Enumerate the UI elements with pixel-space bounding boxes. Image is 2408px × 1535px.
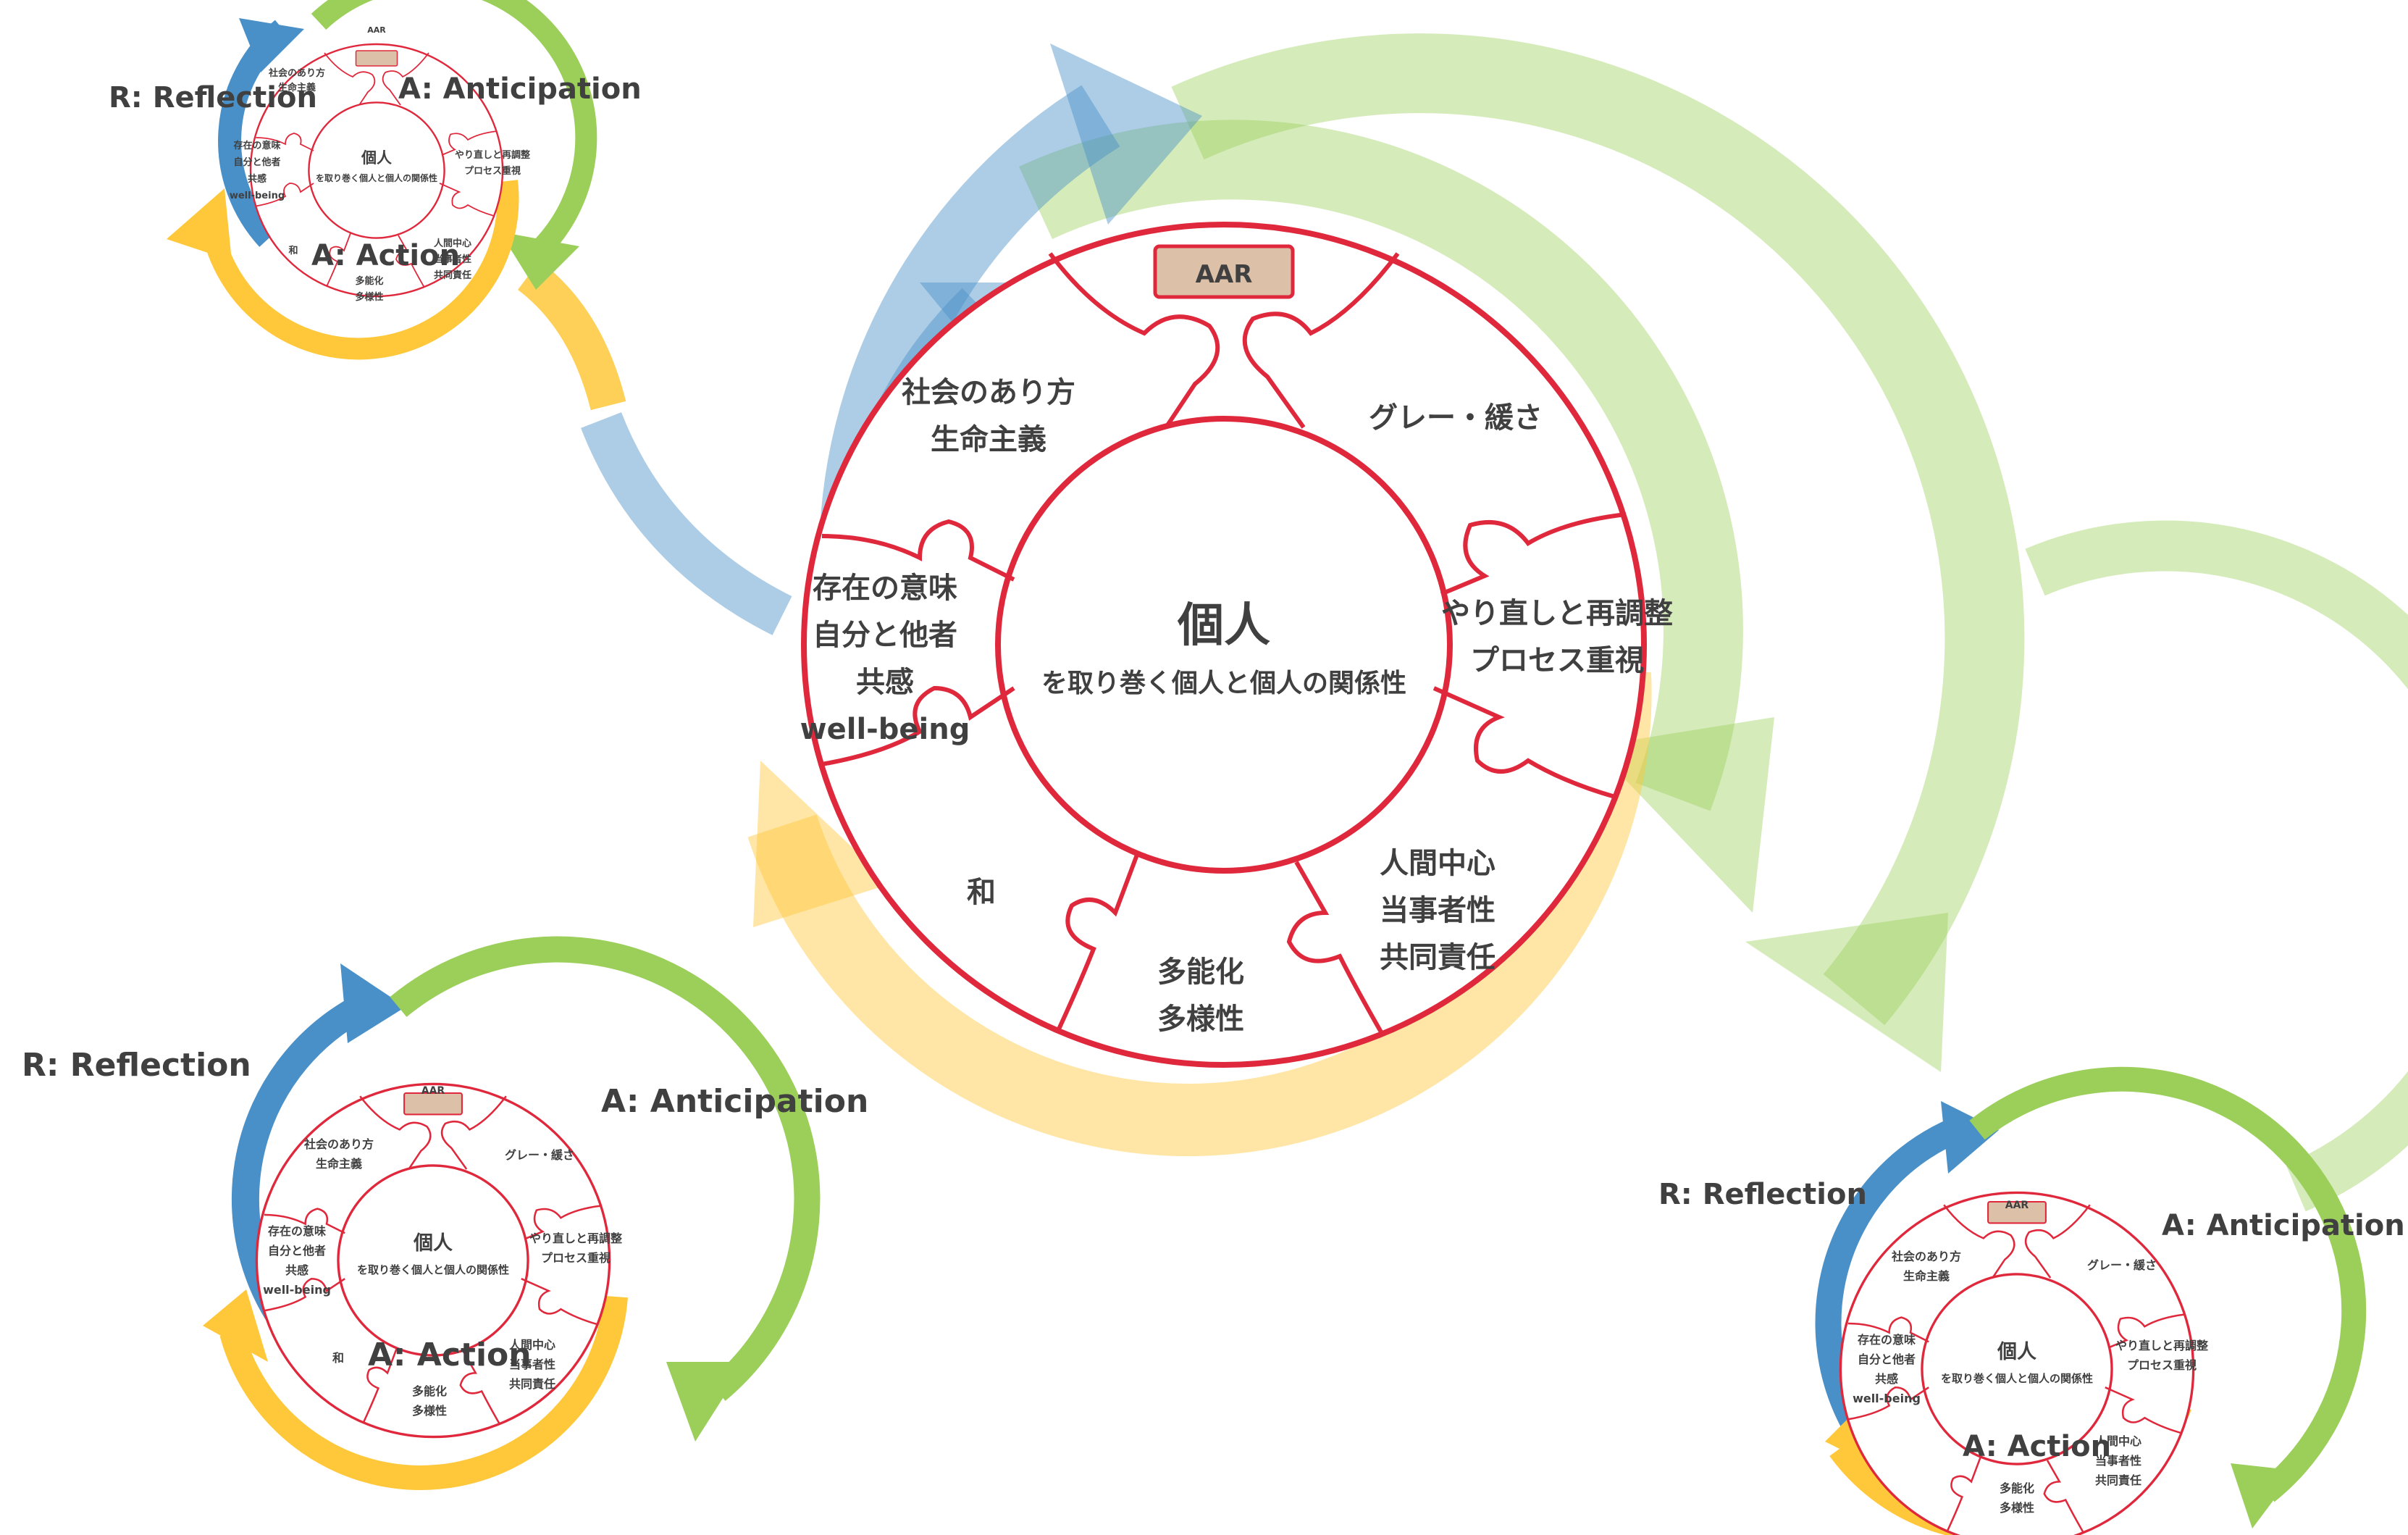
- mini-br-multi2: 多様性: [2000, 1501, 2034, 1515]
- mini-cycle-bottom-left: 個人 を取り巻く個人と個人の関係性 AAR 社会のあり方 生命主義 グレー・緩さ…: [22, 936, 868, 1490]
- mini-bl-meaning4: well-being: [263, 1283, 331, 1297]
- mini-tl-wa: 和: [288, 245, 298, 256]
- mini-tl-redo: やり直しと再調整: [455, 149, 531, 161]
- yellow-connector-arc: [517, 261, 626, 411]
- mini-tl-meaning2: 自分と他者: [233, 156, 280, 168]
- mini-bl-center-title: 個人: [413, 1232, 453, 1255]
- mini-br-center-subtitle: を取り巻く個人と個人の関係性: [1941, 1372, 2093, 1385]
- mini-bl-wa: 和: [332, 1351, 344, 1365]
- mini-bl-human3: 共同責任: [509, 1377, 555, 1391]
- mini-br-meaning3: 共感: [1875, 1372, 1898, 1386]
- mini-br-human2: 当事者性: [2095, 1454, 2141, 1468]
- segment-human-line3: 共同責任: [1380, 941, 1495, 974]
- mini-br-action: A: Action: [1963, 1430, 2111, 1463]
- segment-gray-label: グレー・緩さ: [1369, 401, 1543, 435]
- segment-meaning-line4: well-being: [800, 713, 970, 746]
- mini-tl-human2: 当事者性: [434, 254, 471, 265]
- segment-redo-line2: プロセス重視: [1470, 644, 1644, 677]
- mini-bl-meaning3: 共感: [285, 1263, 309, 1277]
- mini-tl-center-subtitle: を取り巻く個人と個人の関係性: [316, 172, 437, 183]
- mini-bl-multi: 多能化: [412, 1384, 447, 1398]
- center-subtitle: を取り巻く個人と個人の関係性: [1041, 669, 1406, 698]
- large-green-anticipation-arc: [1019, 33, 2025, 1072]
- mini-bl-reflection: R: Reflection: [22, 1047, 251, 1084]
- mini-bl-gray: グレー・緩さ: [505, 1148, 574, 1162]
- mini-bl-center-subtitle: を取り巻く個人と個人の関係性: [357, 1263, 509, 1276]
- mini-br-human3: 共同責任: [2095, 1473, 2141, 1487]
- mini-br-redo: やり直しと再調整: [2115, 1339, 2208, 1352]
- mini-bl-aar: AAR: [421, 1085, 445, 1097]
- mini-bl-human: 人間中心: [509, 1338, 555, 1352]
- mini-tl-human3: 共同責任: [434, 269, 471, 281]
- segment-society-line1: 社会のあり方: [902, 376, 1075, 409]
- mini-tl-society2: 生命主義: [278, 82, 316, 93]
- segment-wa-label: 和: [967, 876, 996, 909]
- mini-br-anticipation: A: Anticipation: [2162, 1209, 2405, 1242]
- large-green-connector-arc: [2025, 520, 2408, 1212]
- mini-br-human: 人間中心: [2095, 1434, 2141, 1448]
- mini-br-meaning2: 自分と他者: [1858, 1352, 1916, 1366]
- center-title: 個人: [1177, 599, 1270, 653]
- mini-bl-society: 社会のあり方: [303, 1137, 374, 1151]
- aar-label: AAR: [1196, 260, 1253, 289]
- mini-bl-society2: 生命主義: [316, 1157, 362, 1171]
- mini-bl-redo: やり直しと再調整: [529, 1231, 622, 1245]
- mini-br-multi: 多能化: [2000, 1481, 2034, 1495]
- mini-tl-society: 社会のあり方: [268, 67, 325, 79]
- mini-bl-meaning2: 自分と他者: [268, 1244, 326, 1258]
- mini-br-reflection: R: Reflection: [1658, 1178, 1867, 1211]
- mini-bl-redo2: プロセス重視: [541, 1251, 611, 1265]
- mini-br-society: 社会のあり方: [1891, 1250, 1961, 1263]
- mini-br-center-title: 個人: [1997, 1341, 2036, 1363]
- mini-tl-reflection: R: Reflection: [109, 81, 317, 114]
- mini-br-society2: 生命主義: [1903, 1269, 1950, 1283]
- mini-bl-action: A: Action: [368, 1337, 532, 1373]
- mini-bl-meaning: 存在の意味: [268, 1224, 326, 1238]
- segment-meaning-line3: 共感: [856, 666, 914, 699]
- mini-br-aar: AAR: [2005, 1200, 2029, 1211]
- mini-bl-human2: 当事者性: [509, 1358, 555, 1371]
- mini-tl-meaning: 存在の意味: [233, 140, 280, 151]
- mini-br-redo2: プロセス重視: [2127, 1358, 2197, 1372]
- segment-society-line2: 生命主義: [931, 423, 1046, 456]
- mini-cycle-bottom-right: 個人 を取り巻く個人と個人の関係性 AAR 社会のあり方 生命主義 グレー・緩さ…: [1658, 1066, 2405, 1535]
- segment-redo-line1: やり直しと再調整: [1441, 597, 1673, 630]
- mini-tl-action: A: Action: [311, 239, 460, 272]
- mini-tl-redo2: プロセス重視: [464, 165, 521, 177]
- mini-tl-anticipation: A: Anticipation: [398, 72, 642, 106]
- mini-tl-human: 人間中心: [434, 238, 471, 249]
- segment-human-line2: 当事者性: [1380, 894, 1495, 927]
- segment-multi-line2: 多様性: [1157, 1003, 1244, 1036]
- mini-br-meaning4: well-being: [1853, 1392, 1921, 1405]
- mini-bl-anticipation: A: Anticipation: [601, 1083, 868, 1120]
- segment-meaning-line1: 存在の意味: [813, 572, 957, 605]
- segment-human-line1: 人間中心: [1380, 847, 1495, 880]
- mini-tl-aar: AAR: [367, 25, 386, 35]
- mini-br-meaning: 存在の意味: [1858, 1333, 1916, 1347]
- mini-bl-multi2: 多様性: [412, 1404, 447, 1418]
- segment-meaning-line2: 自分と他者: [813, 619, 957, 652]
- blue-connector-arc: [581, 411, 792, 635]
- mini-tl-center-title: 個人: [361, 149, 392, 167]
- mini-tl-multi2: 多様性: [355, 291, 383, 303]
- mini-cycle-top-left: 個人 を取り巻く個人と個人の関係性 AAR 社会のあり方 生命主義 存在の意味 …: [109, 0, 642, 360]
- main-ring-texts: AAR 個人 を取り巻く個人と個人の関係性 グレー・緩さ やり直しと再調整 プロ…: [800, 260, 1673, 1036]
- mini-br-gray: グレー・緩さ: [2087, 1258, 2157, 1272]
- mini-tl-meaning4: well-being: [230, 191, 285, 201]
- mini-tl-meaning3: 共感: [248, 173, 267, 185]
- segment-multi-line1: 多能化: [1157, 955, 1244, 989]
- mini-tl-multi: 多能化: [355, 275, 383, 287]
